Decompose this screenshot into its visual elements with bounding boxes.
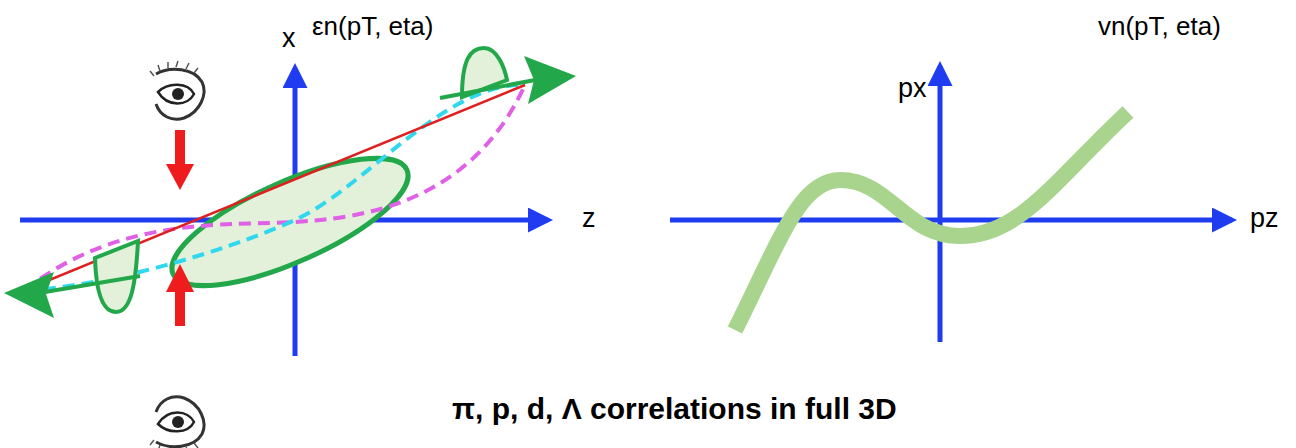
red-arrow (175, 130, 185, 166)
eye-icon (150, 61, 204, 119)
eye-icon (150, 397, 204, 448)
epsilon-label: εn(pT, eta) (312, 12, 433, 41)
green-arrow-shaft (440, 80, 535, 98)
green-arrow-shaft (45, 276, 140, 292)
caption-note: π, p, d, Λ correlations in full 3D (452, 392, 897, 425)
red-arrow (175, 290, 185, 326)
pz-axis (670, 218, 1232, 223)
green-arrowhead (524, 56, 576, 104)
px-axis (938, 66, 943, 342)
red-arrow (166, 164, 194, 190)
red-arrow (166, 264, 194, 292)
axis-label: px (898, 74, 927, 104)
green-arrowhead (4, 272, 54, 318)
flow-curve (735, 112, 1128, 330)
axis-label: pz (1250, 204, 1279, 234)
axis-label: z (582, 204, 596, 234)
flow-label: vn(pT, eta) (1098, 12, 1221, 41)
axis-label: x (282, 24, 296, 54)
